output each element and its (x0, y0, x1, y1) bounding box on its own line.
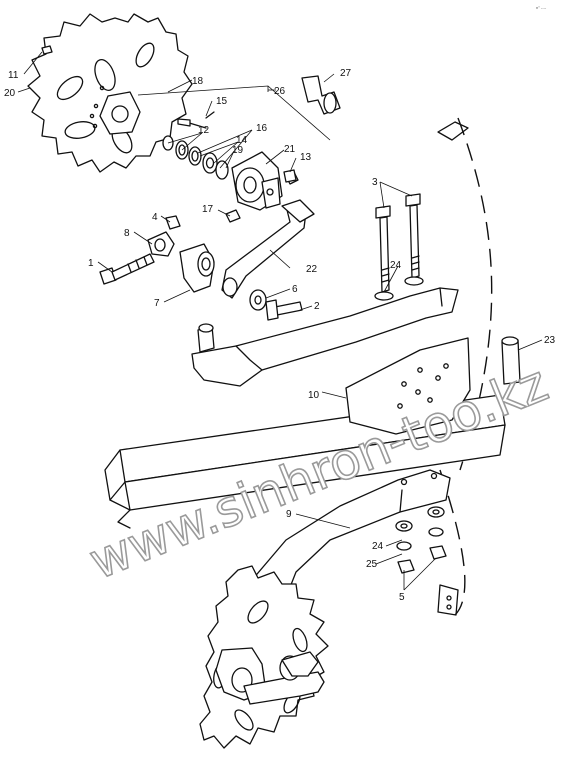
callout-10: 10 (308, 390, 320, 401)
clamp-8 (147, 231, 175, 257)
nut-4 (165, 215, 181, 230)
callout-1: 1 (88, 258, 94, 269)
callout-6: 6 (292, 284, 298, 295)
small-parts (205, 111, 297, 223)
upper-notched-disc (27, 13, 193, 173)
callout-4: 4 (152, 212, 158, 223)
spacer-tube-23 (501, 336, 521, 385)
callout-15: 15 (216, 96, 228, 107)
callout-9: 9 (286, 509, 292, 520)
bolt-11 (41, 45, 53, 55)
upper-mounting-arm (191, 287, 459, 387)
leader-lines (17, 51, 543, 591)
callout-26: 26 (274, 86, 286, 97)
callout-24-lower: 24 (372, 541, 384, 552)
washers-24-upper (374, 276, 424, 301)
callout-24-upper: 24 (390, 260, 402, 271)
callout-17: 17 (202, 204, 214, 215)
callout-21: 21 (284, 144, 296, 155)
callout-8: 8 (124, 228, 130, 239)
callout-20: 20 (4, 88, 16, 99)
callout-3: 3 (372, 177, 378, 188)
callout-19: 19 (232, 145, 244, 156)
callout-22: 22 (306, 264, 318, 275)
callout-27: 27 (340, 68, 352, 79)
callout-12: 12 (198, 125, 210, 136)
callout-16: 16 (256, 123, 268, 134)
hub-bearing-stack (162, 118, 299, 211)
group-bracket-26 (137, 85, 331, 141)
lower-fasteners (395, 506, 447, 574)
callout-labels: 1 2 3 4 5 6 7 8 9 10 11 12 13 14 15 16 1… (4, 68, 556, 603)
callout-14: 14 (236, 135, 248, 146)
callout-25: 25 (366, 559, 378, 570)
drawing-code: n° ---- (536, 5, 547, 10)
bolts-3 (375, 193, 421, 293)
bolt-2 (265, 299, 303, 321)
callout-7: 7 (154, 298, 160, 309)
callout-5: 5 (399, 592, 405, 603)
callout-23: 23 (544, 335, 556, 346)
callout-2: 2 (314, 301, 320, 312)
callout-13: 13 (300, 152, 312, 163)
lower-hub-crank (215, 647, 325, 705)
swivel-bracket-7 (179, 243, 215, 353)
mounting-plate-10 (345, 337, 471, 435)
washer-6 (249, 289, 267, 311)
callout-18: 18 (192, 76, 204, 87)
shaft-27 (301, 75, 341, 115)
crank-arm-22 (221, 199, 315, 299)
lower-notched-disc (199, 565, 329, 749)
callout-11: 11 (8, 70, 19, 81)
